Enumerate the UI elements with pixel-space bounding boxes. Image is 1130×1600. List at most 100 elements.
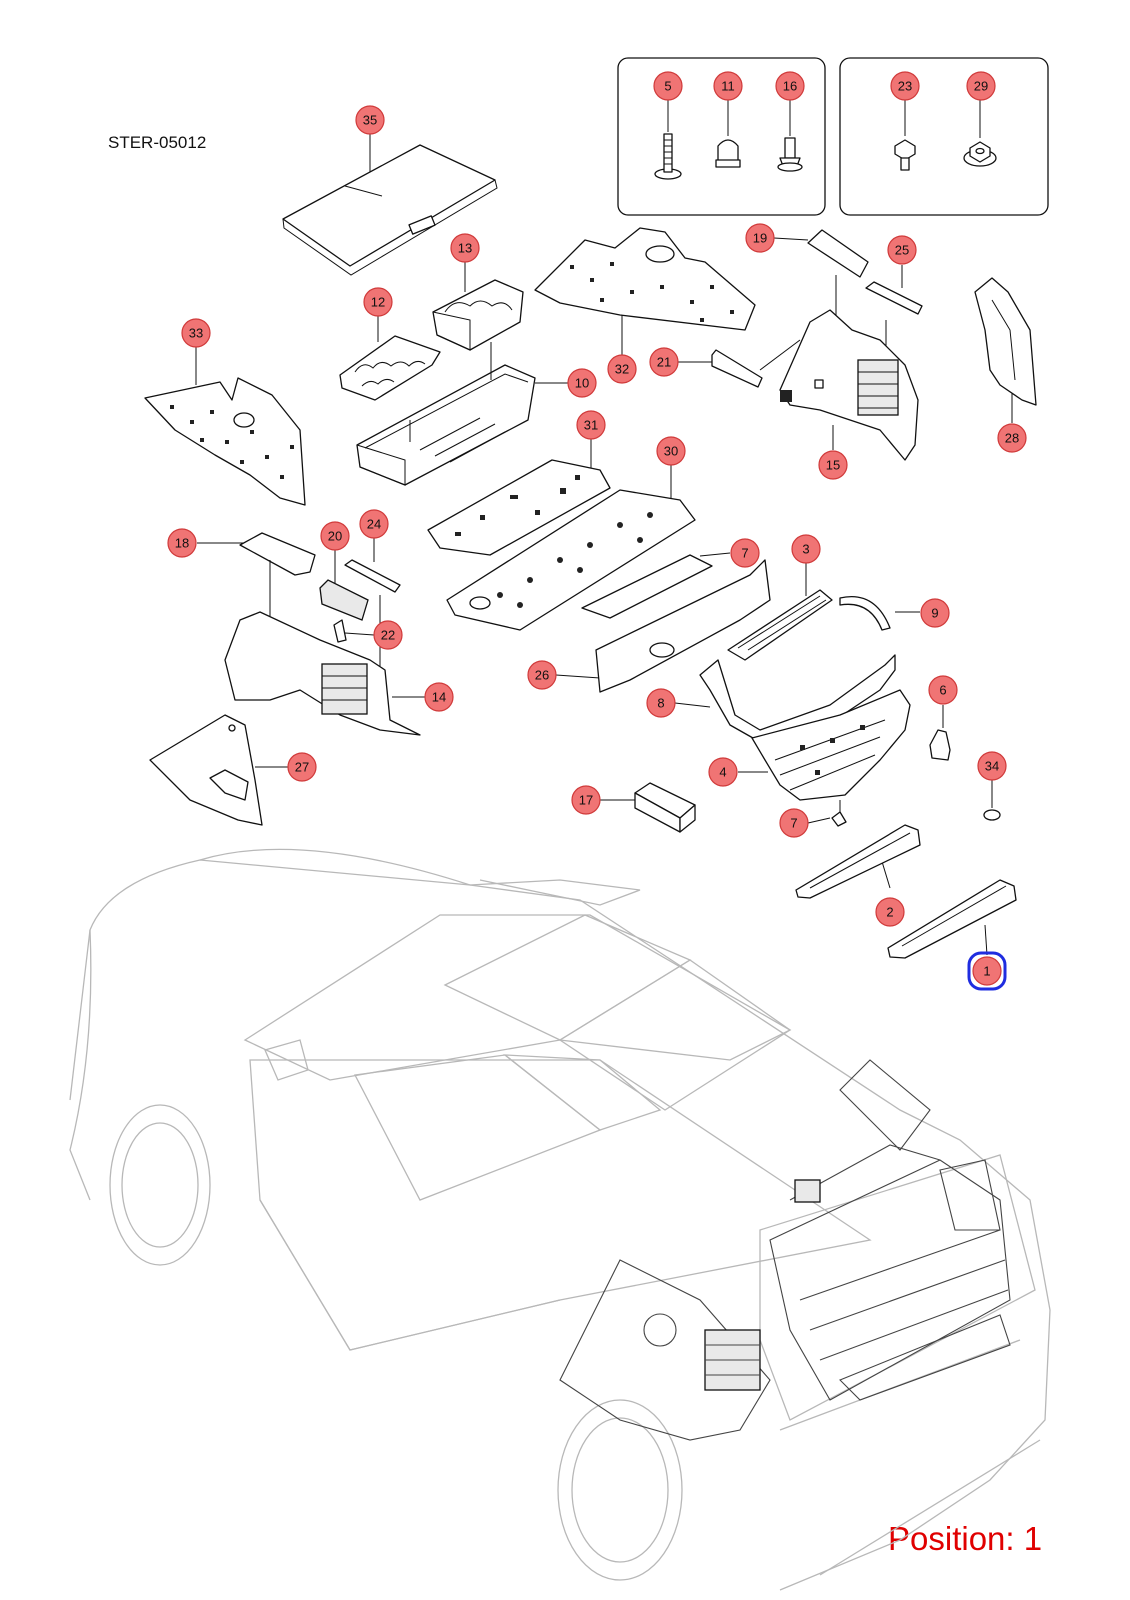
part-2-scuff-plate <box>795 824 921 899</box>
callout-7-lower[interactable]: 7 <box>779 808 809 838</box>
callout-15[interactable]: 15 <box>818 450 848 480</box>
callout-19-label: 19 <box>753 231 767 246</box>
callout-16[interactable]: 16 <box>775 71 805 101</box>
callout-12-label: 12 <box>371 295 385 310</box>
callout-31-label: 31 <box>584 418 598 433</box>
part-34-clip <box>983 780 1001 821</box>
part-11-cap-nut <box>715 100 741 168</box>
selection-ring <box>967 951 1007 991</box>
callout-19[interactable]: 19 <box>745 223 775 253</box>
part-22-clip <box>333 619 375 643</box>
part-5-push-pin <box>654 100 682 180</box>
callout-25[interactable]: 25 <box>887 235 917 265</box>
part-26-long-insulator <box>555 559 771 693</box>
part-3-tailgate-upper-trim <box>727 563 833 661</box>
callout-12[interactable]: 12 <box>363 287 393 317</box>
callout-27[interactable]: 27 <box>287 752 317 782</box>
callout-3[interactable]: 3 <box>791 534 821 564</box>
callout-16-label: 16 <box>783 79 797 94</box>
part-4-tailgate-lower-trim <box>738 689 911 801</box>
part-17-foam-block <box>600 782 696 833</box>
callout-25-label: 25 <box>895 243 909 258</box>
callout-1-selected[interactable]: 1 <box>967 951 1007 991</box>
callout-17[interactable]: 17 <box>571 785 601 815</box>
part-30-floor-panel-lower <box>446 465 696 631</box>
callout-10[interactable]: 10 <box>567 368 597 398</box>
callout-28[interactable]: 28 <box>997 423 1027 453</box>
callout-4-label: 4 <box>719 765 726 780</box>
callout-30[interactable]: 30 <box>656 436 686 466</box>
callout-21-label: 21 <box>657 355 671 370</box>
callout-32-label: 32 <box>615 362 629 377</box>
part-27-wheelhouse-liner <box>149 714 288 826</box>
callout-15-label: 15 <box>826 458 840 473</box>
callout-6-label: 6 <box>939 683 946 698</box>
callout-34[interactable]: 34 <box>977 751 1007 781</box>
part-29-flange-nut <box>963 100 997 167</box>
callout-7-lower-label: 7 <box>790 816 797 831</box>
callout-10-label: 10 <box>575 376 589 391</box>
callout-35[interactable]: 35 <box>355 105 385 135</box>
callout-8-label: 8 <box>657 696 664 711</box>
part-18-shelf-bracket <box>197 532 316 625</box>
callout-4[interactable]: 4 <box>708 757 738 787</box>
part-8-tailgate-frame-trim <box>674 654 896 743</box>
part-16-clip <box>777 100 803 172</box>
callout-18[interactable]: 18 <box>167 528 197 558</box>
callout-29[interactable]: 29 <box>966 71 996 101</box>
callout-20-label: 20 <box>328 529 342 544</box>
callout-2[interactable]: 2 <box>875 897 905 927</box>
part-14-left-quarter-trim <box>224 611 425 736</box>
callout-7-upper[interactable]: 7 <box>730 538 760 568</box>
part-7-clip <box>807 800 847 827</box>
fastener-inset-right <box>839 57 1049 216</box>
callout-5-label: 5 <box>664 79 671 94</box>
callout-22[interactable]: 22 <box>373 620 403 650</box>
callout-20[interactable]: 20 <box>320 521 350 551</box>
callout-24-label: 24 <box>367 517 381 532</box>
callout-31[interactable]: 31 <box>576 410 606 440</box>
part-23-flange-bolt <box>894 100 916 171</box>
callout-23-label: 23 <box>898 79 912 94</box>
callout-26[interactable]: 26 <box>527 660 557 690</box>
callout-6[interactable]: 6 <box>928 675 958 705</box>
part-13-storage-tray <box>432 262 524 351</box>
callout-21[interactable]: 21 <box>649 347 679 377</box>
part-1-scuff-plate <box>887 879 1017 959</box>
part-19-pad <box>773 229 869 318</box>
callout-29-label: 29 <box>974 79 988 94</box>
callout-33[interactable]: 33 <box>181 318 211 348</box>
callout-24[interactable]: 24 <box>359 509 389 539</box>
callout-11[interactable]: 11 <box>713 71 743 101</box>
callout-8[interactable]: 8 <box>646 688 676 718</box>
callout-34-label: 34 <box>985 759 999 774</box>
part-20-speaker-grille <box>319 550 369 621</box>
callout-32[interactable]: 32 <box>607 354 637 384</box>
callout-14[interactable]: 14 <box>424 682 454 712</box>
callout-9-label: 9 <box>931 606 938 621</box>
part-6-bracket <box>929 705 951 761</box>
callout-17-label: 17 <box>579 793 593 808</box>
callout-14-label: 14 <box>432 690 446 705</box>
callout-11-label: 11 <box>721 79 735 94</box>
callout-3-label: 3 <box>802 542 809 557</box>
callout-22-label: 22 <box>381 628 395 643</box>
callout-28-label: 28 <box>1005 431 1019 446</box>
callout-23[interactable]: 23 <box>890 71 920 101</box>
callout-5[interactable]: 5 <box>653 71 683 101</box>
part-28-pillar-trim <box>974 277 1037 423</box>
callout-18-label: 18 <box>175 536 189 551</box>
part-7-reinforcement-strip <box>581 552 731 619</box>
part-33-side-insulation-panel <box>144 347 306 506</box>
part-9-seal-strip <box>839 596 920 631</box>
callout-2-label: 2 <box>886 905 893 920</box>
part-21-pad <box>678 339 801 388</box>
callout-26-label: 26 <box>535 668 549 683</box>
part-10-underfloor-storage-bin <box>356 342 568 486</box>
callout-1-label: 1 <box>983 964 990 979</box>
callout-27-label: 27 <box>295 760 309 775</box>
callout-9[interactable]: 9 <box>920 598 950 628</box>
callout-13[interactable]: 13 <box>450 233 480 263</box>
part-32-rear-insulation-panel <box>534 227 756 356</box>
